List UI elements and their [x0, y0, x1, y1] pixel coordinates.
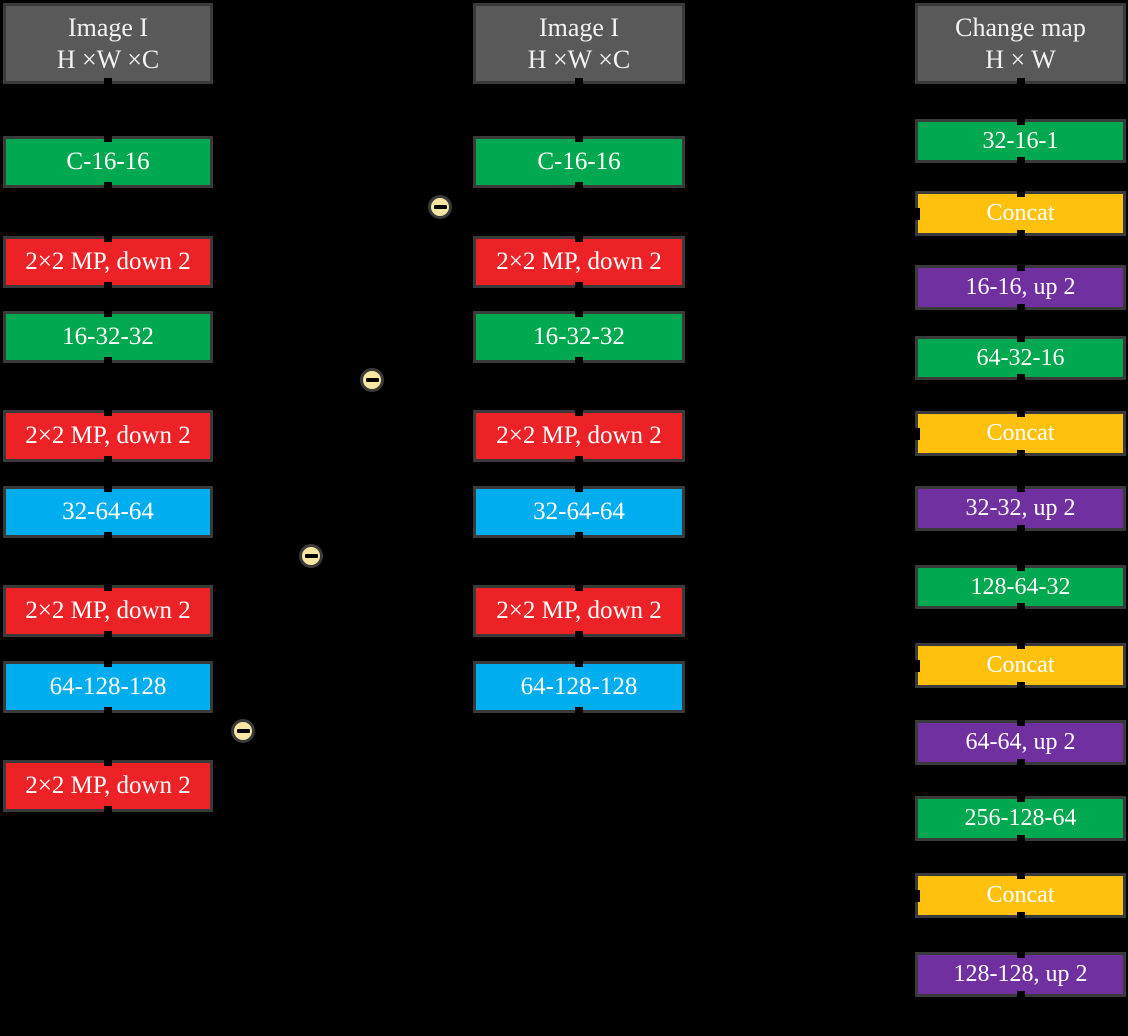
layer-label: 64-32-16: [976, 344, 1065, 371]
layer-label: 64-128-128: [520, 673, 638, 700]
encoder-right-conv-2: 16-32-32: [473, 311, 685, 363]
encoder-left-dims: H ×W ×C: [56, 44, 160, 74]
encoder-left-conv-4: 64-128-128: [3, 661, 213, 713]
minus-icon: [304, 554, 318, 558]
decoder-conv-3: 128-64-32: [915, 565, 1126, 609]
layer-label: 2×2 MP, down 2: [25, 422, 191, 449]
minus-operator-2: [360, 368, 384, 392]
layer-label: C-16-16: [66, 148, 150, 175]
layer-label: C-16-16: [537, 148, 621, 175]
minus-icon: [433, 205, 447, 209]
layer-label: 32-64-64: [533, 498, 625, 525]
layer-label: 128-128, up 2: [953, 961, 1088, 988]
decoder-upconv-1: 16-16, up 2: [915, 265, 1126, 310]
encoder-right-conv-1: C-16-16: [473, 136, 685, 188]
encoder-right-header: Image I H ×W ×C: [473, 3, 685, 84]
encoder-left-maxpool-2: 2×2 MP, down 2: [3, 410, 213, 462]
decoder-upconv-4: 128-128, up 2: [915, 952, 1126, 997]
decoder-dims: H × W: [985, 44, 1056, 74]
layer-label: 64-128-128: [49, 673, 167, 700]
decoder-upconv-3: 64-64, up 2: [915, 720, 1126, 765]
minus-operator-4: [231, 719, 255, 743]
encoder-right-conv-4: 64-128-128: [473, 661, 685, 713]
encoder-right-conv-3: 32-64-64: [473, 486, 685, 538]
encoder-left-maxpool-3: 2×2 MP, down 2: [3, 585, 213, 637]
encoder-right-maxpool-3: 2×2 MP, down 2: [473, 585, 685, 637]
decoder-concat-4: Concat: [914, 873, 1126, 918]
minus-operator-1: [428, 195, 452, 219]
layer-label: 64-64, up 2: [965, 729, 1076, 756]
layer-label: 128-64-32: [970, 573, 1071, 600]
layer-label: 32-16-1: [982, 127, 1059, 154]
skip-connector-notch: [914, 427, 920, 440]
layer-label: 2×2 MP, down 2: [496, 248, 662, 275]
layer-label: 2×2 MP, down 2: [496, 422, 662, 449]
decoder-header: Change map H × W: [915, 3, 1126, 84]
encoder-left-maxpool-1: 2×2 MP, down 2: [3, 236, 213, 288]
layer-label: 16-16, up 2: [965, 274, 1076, 301]
encoder-right-dims: H ×W ×C: [527, 44, 631, 74]
encoder-left-title: Image I: [67, 13, 149, 43]
layer-label: 32-32, up 2: [965, 495, 1076, 522]
encoder-left-conv-2: 16-32-32: [3, 311, 213, 363]
decoder-concat-1: Concat: [914, 191, 1126, 236]
layer-label: 2×2 MP, down 2: [25, 248, 191, 275]
layer-label: 2×2 MP, down 2: [496, 597, 662, 624]
encoder-left-conv-1: C-16-16: [3, 136, 213, 188]
decoder-concat-2: Concat: [914, 411, 1126, 456]
layer-label: 16-32-32: [62, 323, 154, 350]
layer-label: 32-64-64: [62, 498, 154, 525]
decoder-title: Change map: [955, 13, 1086, 43]
encoder-left-header: Image I H ×W ×C: [3, 3, 213, 84]
skip-connector-notch: [914, 889, 920, 902]
layer-label: Concat: [986, 652, 1055, 679]
layer-label: 256-128-64: [964, 805, 1077, 832]
skip-connector-notch: [914, 207, 920, 220]
encoder-left-conv-3: 32-64-64: [3, 486, 213, 538]
layer-label: 2×2 MP, down 2: [25, 772, 191, 799]
encoder-right-maxpool-1: 2×2 MP, down 2: [473, 236, 685, 288]
minus-icon: [365, 378, 379, 382]
decoder-concat-3: Concat: [914, 643, 1126, 688]
encoder-right-maxpool-2: 2×2 MP, down 2: [473, 410, 685, 462]
skip-connector-notch: [914, 659, 920, 672]
encoder-right-title: Image I: [538, 13, 620, 43]
layer-label: Concat: [986, 200, 1055, 227]
decoder-upconv-2: 32-32, up 2: [915, 486, 1126, 531]
layer-label: 16-32-32: [533, 323, 625, 350]
layer-label: Concat: [986, 882, 1055, 909]
encoder-left-maxpool-4: 2×2 MP, down 2: [3, 760, 213, 812]
decoder-conv-out: 32-16-1: [915, 119, 1126, 163]
decoder-conv-2: 64-32-16: [915, 336, 1126, 380]
decoder-conv-4: 256-128-64: [915, 796, 1126, 841]
minus-icon: [236, 729, 250, 733]
layer-label: 2×2 MP, down 2: [25, 597, 191, 624]
layer-label: Concat: [986, 420, 1055, 447]
minus-operator-3: [299, 544, 323, 568]
